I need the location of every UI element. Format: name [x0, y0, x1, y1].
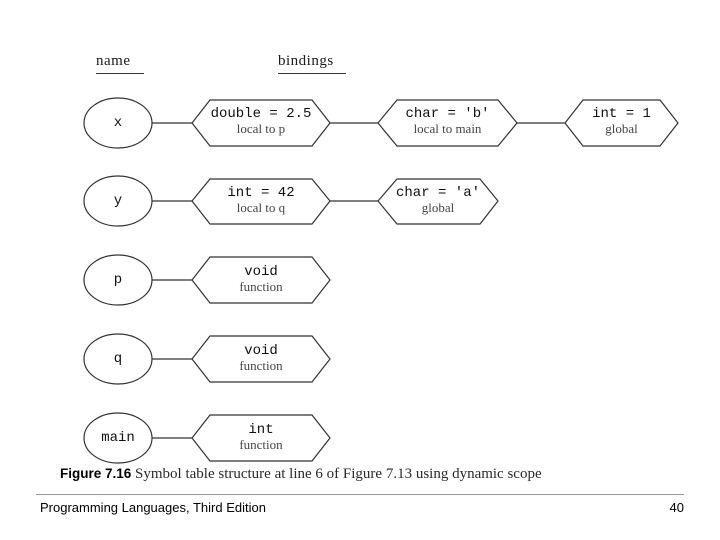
binding-label-charb: char = 'b' local to main [378, 106, 517, 137]
binding-line1: void [244, 343, 278, 359]
binding-node-main-int [191, 414, 331, 462]
figure-graphics [83, 97, 679, 464]
footer-book-title: Programming Languages, Third Edition [40, 500, 266, 515]
binding-line2: global [421, 200, 455, 216]
name-label-main: main [101, 430, 135, 446]
column-header-name: name [96, 53, 131, 69]
binding-line2: function [239, 279, 283, 295]
binding-label-chara: char = 'a' global [378, 185, 498, 216]
binding-node-chara [377, 178, 499, 225]
footer-page-number: 40 [669, 500, 684, 515]
name-label-q: q [113, 351, 123, 367]
binding-line2: global [605, 121, 638, 137]
binding-line1: char = 'b' [405, 106, 490, 122]
binding-line2: local to main [413, 121, 482, 137]
figure-caption-label: Figure 7.16 [60, 466, 132, 481]
binding-line2: local to q [236, 200, 286, 216]
binding-line1: int = 42 [227, 185, 295, 201]
name-label-x: x [113, 115, 123, 131]
binding-label-p-void: void function [192, 264, 330, 295]
column-header-name-underline [96, 73, 144, 74]
figure-caption: Figure 7.16 Symbol table structure at li… [60, 466, 680, 483]
column-header-bindings: bindings [278, 53, 334, 69]
binding-line1: void [244, 264, 278, 280]
binding-node-int1 [564, 99, 679, 147]
binding-label-int1: int = 1 global [565, 106, 678, 137]
binding-node-p-void [191, 256, 331, 304]
binding-label-double: double = 2.5 local to p [192, 106, 330, 137]
binding-line1: double = 2.5 [210, 106, 312, 122]
footer-divider [36, 494, 684, 495]
column-header-bindings-underline [278, 73, 346, 74]
binding-line1: int = 1 [592, 106, 651, 122]
binding-label-main-int: int function [192, 422, 330, 453]
binding-line2: function [239, 437, 283, 453]
binding-label-int42: int = 42 local to q [192, 185, 330, 216]
binding-line1: char = 'a' [395, 185, 480, 201]
binding-line1: int [248, 422, 274, 438]
binding-line2: local to p [236, 121, 286, 137]
name-label-p: p [113, 272, 123, 288]
symbol-table-figure: name bindings [60, 40, 680, 490]
binding-label-q-void: void function [192, 343, 330, 374]
figure-caption-text: Symbol table structure at line 6 of Figu… [135, 466, 542, 482]
name-label-y: y [113, 193, 123, 209]
binding-line2: function [239, 358, 283, 374]
binding-node-q-void [191, 335, 331, 383]
